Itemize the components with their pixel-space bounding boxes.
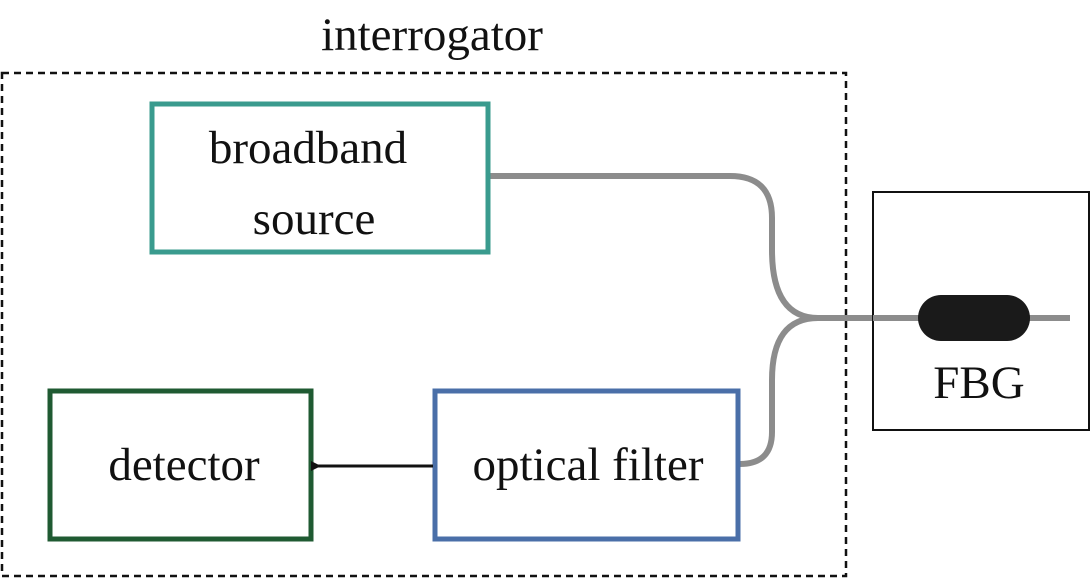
fbg-label: FBG: [933, 357, 1024, 409]
fbg-box: [872, 191, 1090, 431]
broadband-source-label-line2: source: [253, 193, 376, 245]
detector-label: detector: [108, 439, 260, 491]
fbg-grating: [918, 295, 1030, 341]
broadband-source-label-line1: broadband: [209, 122, 407, 174]
fiber-source-to-coupler: [487, 173, 821, 321]
interrogator-boundary: [0, 71, 848, 578]
broadband-source-block: [149, 101, 491, 255]
optical-filter-block: [432, 388, 741, 542]
interrogator-label: interrogator: [321, 9, 543, 61]
optical-filter-label: optical filter: [473, 439, 704, 491]
fiber-filter-to-coupler: [737, 315, 821, 467]
